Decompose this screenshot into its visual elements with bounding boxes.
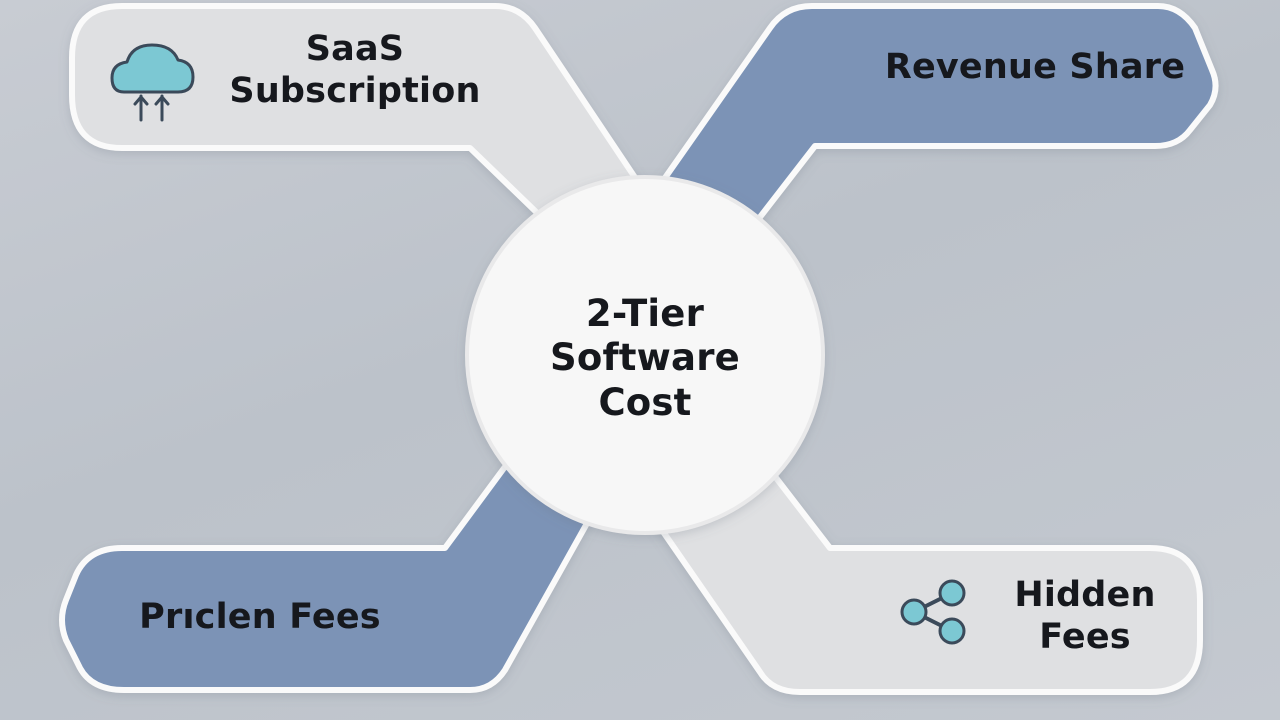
- branch-top-right: [657, 3, 1219, 233]
- center-line-2: Software: [550, 336, 740, 380]
- branch-bottom-left: [59, 457, 603, 693]
- hidden-fees-label: Hidden Fees: [990, 574, 1180, 658]
- cloud-icon: [110, 43, 195, 122]
- hidden-line: Hidden: [1014, 575, 1156, 615]
- fees-line: Fees: [1039, 617, 1131, 657]
- subscription-line: Subscription: [229, 71, 481, 111]
- pricing-fees-label: Prıclen Fees: [139, 597, 381, 637]
- center-line-3: Cost: [598, 380, 692, 424]
- center-line-1: 2-Tier: [585, 292, 705, 335]
- saas-subscription-label: SaaS Subscription: [205, 28, 505, 112]
- center-node: [465, 175, 825, 535]
- branch-bottom-right: [652, 467, 1203, 695]
- center-title: 2-Tier Software Cost: [500, 292, 790, 425]
- saas-line: SaaS: [305, 29, 405, 69]
- branch-top-left: [69, 3, 643, 238]
- revenue-share-label: Revenue Share: [884, 47, 1186, 87]
- share-icon: [900, 579, 966, 645]
